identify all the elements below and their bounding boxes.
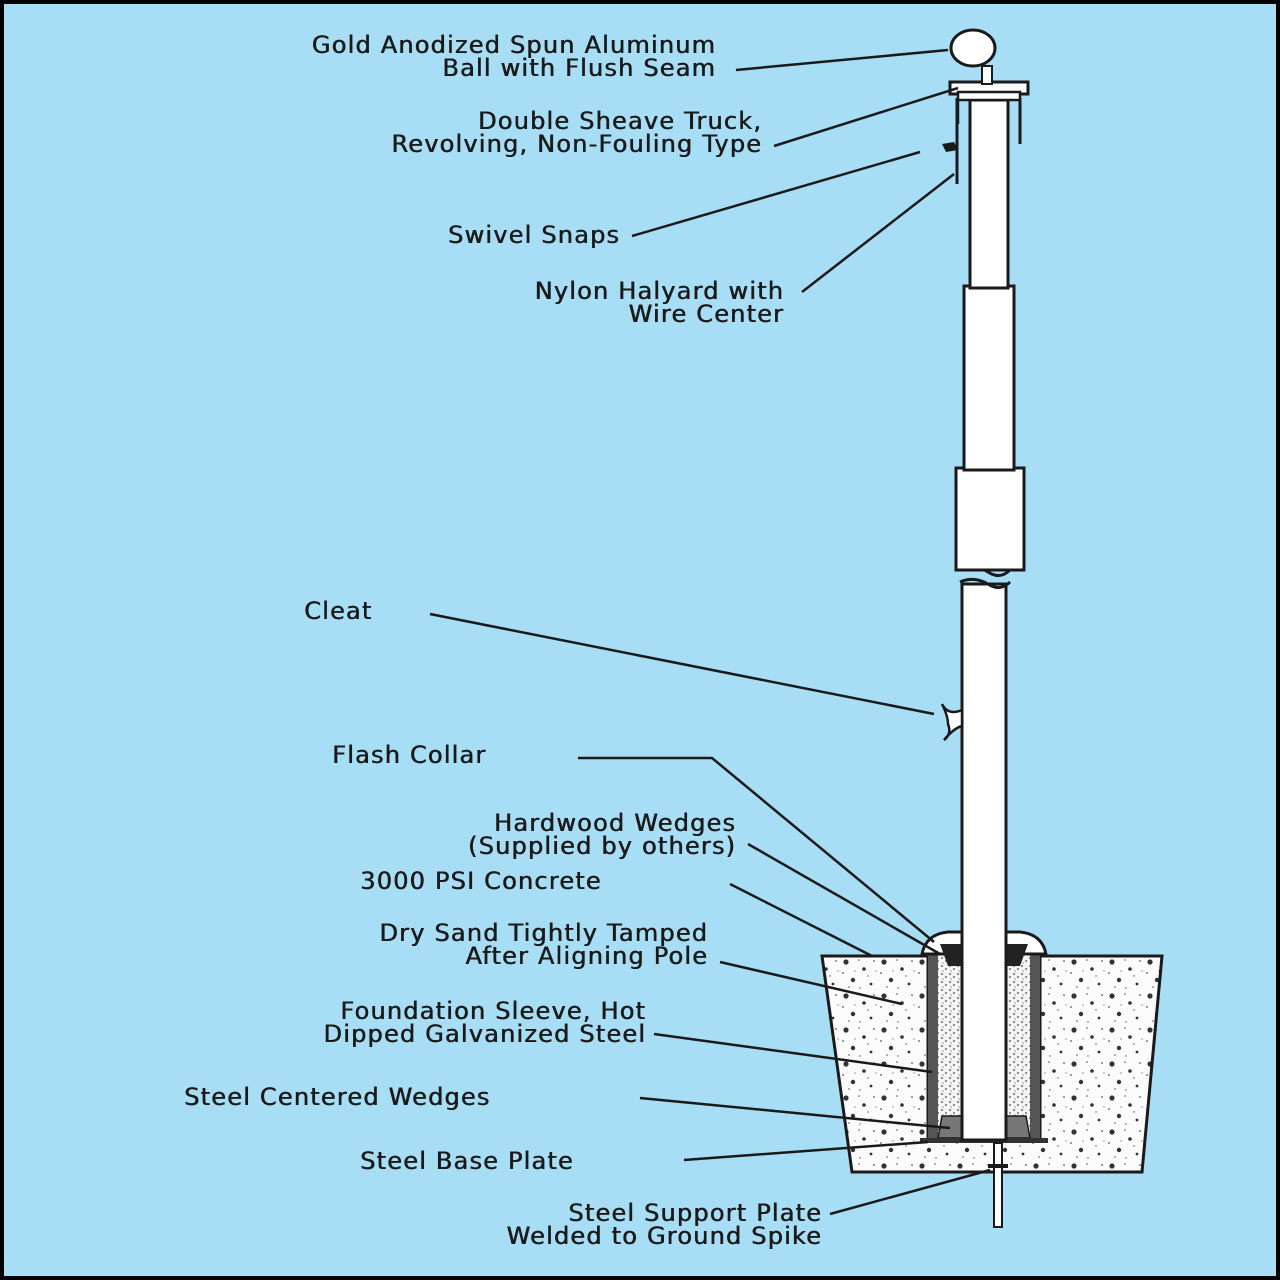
label-ball: Gold Anodized Spun Aluminum Ball with Fl…: [311, 31, 716, 82]
pole-upper-section: [962, 98, 1016, 472]
pole-middle-section: [954, 466, 1026, 572]
label-hardwood-wedges: Hardwood Wedges (Supplied by others): [467, 809, 736, 860]
label-cleat: Cleat: [304, 597, 373, 625]
label-halyard: Nylon Halyard with Wire Center: [534, 277, 784, 328]
cleat: [940, 703, 964, 741]
hardwood-wedges: [940, 944, 1028, 966]
pole-lower-section: [960, 582, 1008, 1142]
ground-spike: [988, 1142, 1008, 1228]
label-steel-base-plate: Steel Base Plate: [360, 1147, 574, 1175]
label-dry-sand: Dry Sand Tightly Tamped After Aligning P…: [379, 919, 708, 970]
diagram-canvas: Gold Anodized Spun Aluminum Ball with Fl…: [4, 4, 1276, 1276]
flagpole-illustration: [429, 28, 1164, 1228]
leader-lines: [429, 48, 991, 1216]
swivel-snaps: [942, 142, 958, 152]
label-truck: Double Sheave Truck, Revolving, Non-Foul…: [391, 107, 762, 158]
label-steel-support-plate: Steel Support Plate Welded to Ground Spi…: [506, 1199, 822, 1250]
label-concrete: 3000 PSI Concrete: [360, 867, 602, 895]
label-swivel-snaps: Swivel Snaps: [447, 221, 620, 249]
label-flash-collar: Flash Collar: [332, 741, 487, 769]
label-foundation-sleeve: Foundation Sleeve, Hot Dipped Galvanized…: [323, 997, 646, 1048]
ball-finial: [949, 28, 997, 85]
label-steel-centered-wedges: Steel Centered Wedges: [184, 1083, 491, 1111]
